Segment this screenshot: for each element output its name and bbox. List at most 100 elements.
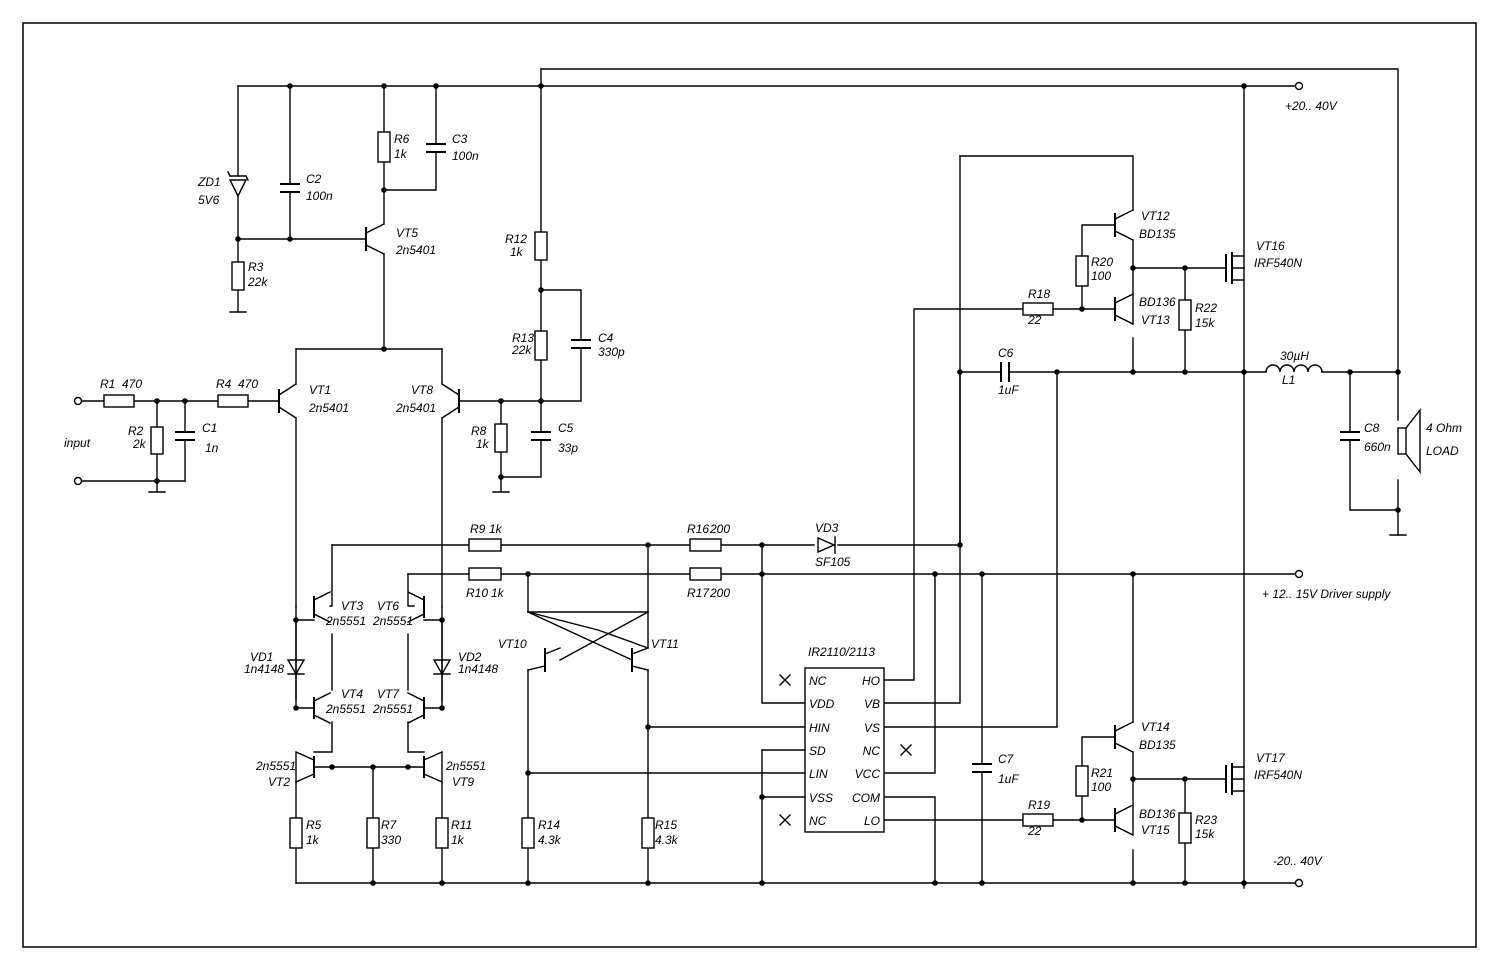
VT8-val: 2n5401 — [395, 401, 436, 415]
ic-pin-r3: VS — [864, 721, 880, 735]
ic-pin-r5: VCC — [855, 767, 881, 781]
VT13 — [1114, 293, 1134, 325]
labels: input +20.. 40V -20.. 40V + 12.. 15V Dri… — [64, 99, 1462, 868]
R17-val: 200 — [709, 586, 730, 600]
ic-pin-l2: VDD — [809, 697, 835, 711]
load-val: 4 Ohm — [1426, 421, 1462, 435]
VT17 — [1225, 763, 1245, 795]
VT9 — [423, 751, 443, 783]
VT4 — [313, 692, 331, 724]
resistors — [103, 131, 1192, 849]
VT14-ref: VT14 — [1141, 720, 1170, 734]
R4-val: 470 — [238, 377, 258, 391]
R6-ref: R6 — [394, 132, 410, 146]
R4-ref: R4 — [216, 377, 232, 391]
R10-ref: R10 — [466, 586, 488, 600]
R16 — [689, 538, 722, 552]
C7 — [972, 763, 992, 773]
VT11 — [631, 647, 649, 672]
VT6 — [407, 591, 425, 623]
C3-val: 100n — [452, 149, 479, 163]
VT17-ref: VT17 — [1256, 751, 1286, 765]
L1-val: 30µH — [1280, 349, 1309, 363]
ic-pin-l5: LIN — [809, 767, 828, 781]
wires — [79, 68, 1399, 889]
driver-rail-label: + 12.. 15V Driver supply — [1262, 587, 1391, 601]
R17 — [689, 567, 722, 581]
R16-ref: R16 — [687, 522, 709, 536]
R12 — [534, 231, 548, 261]
C7-ref: C7 — [998, 752, 1015, 766]
R20-ref: R20 — [1091, 255, 1113, 269]
nc-markers — [779, 674, 912, 826]
ZD1-val: 5V6 — [198, 193, 220, 207]
R5-ref: R5 — [306, 818, 322, 832]
R14 — [521, 817, 535, 849]
VT15 — [1114, 804, 1134, 836]
input-label: input — [64, 436, 91, 450]
C8 — [1340, 431, 1360, 441]
VT7 — [407, 692, 425, 724]
drawing-frame — [22, 22, 1477, 948]
VT1-val: 2n5401 — [308, 401, 349, 415]
VT11-ref: VT11 — [651, 637, 679, 651]
R13-ref: R13 — [512, 331, 534, 345]
R10 — [468, 567, 502, 581]
R17-ref: R17 — [687, 586, 710, 600]
ic-pin-l7: NC — [809, 814, 827, 828]
VT2 — [295, 751, 315, 783]
R21-ref: R21 — [1091, 766, 1113, 780]
VT13-val: BD136 — [1139, 295, 1176, 309]
R4 — [217, 394, 249, 408]
VT2-val: 2n5551 — [255, 759, 296, 773]
C4 — [571, 339, 591, 349]
capacitors — [175, 143, 1360, 773]
VT8 — [441, 383, 460, 419]
transistors — [278, 209, 1245, 836]
VT2-ref: VT2 — [268, 775, 290, 789]
R20 — [1075, 255, 1089, 287]
pos-rail-label: +20.. 40V — [1285, 99, 1338, 113]
VD1-val: 1n4148 — [244, 662, 284, 676]
R11-val: 1k — [451, 833, 465, 847]
R9-ref: R9 — [470, 522, 486, 536]
L1 — [1265, 364, 1323, 373]
R6 — [377, 131, 391, 163]
VD2-ref: VD2 — [458, 650, 482, 664]
R8 — [494, 423, 508, 453]
diodes — [227, 171, 836, 676]
ZD1 — [227, 171, 249, 198]
R3-ref: R3 — [248, 260, 264, 274]
VT12 — [1114, 209, 1134, 241]
R19-val: 22 — [1027, 824, 1042, 838]
VT7-val: 2n5551 — [372, 702, 413, 716]
VT9-val: 2n5551 — [445, 759, 486, 773]
R9-val: 1k — [489, 522, 503, 536]
R21 — [1075, 765, 1089, 797]
C2 — [280, 183, 300, 193]
R1-ref: R1 — [100, 377, 115, 391]
R15 — [641, 817, 655, 849]
R19-ref: R19 — [1028, 798, 1050, 812]
speaker — [1397, 407, 1421, 475]
VT17-val: IRF540N — [1254, 768, 1302, 782]
R23 — [1178, 812, 1192, 844]
C5 — [531, 431, 551, 441]
ic-pin-r1: HO — [862, 674, 880, 688]
R9 — [468, 538, 502, 552]
VT6-val: 2n5551 — [372, 614, 413, 628]
R5-val: 1k — [306, 833, 320, 847]
R10-val: 1k — [491, 586, 505, 600]
C6-ref: C6 — [998, 346, 1014, 360]
R7-val: 330 — [381, 833, 401, 847]
VT12-ref: VT12 — [1141, 209, 1170, 223]
VT14-val: BD135 — [1139, 738, 1176, 752]
VD1 — [286, 659, 306, 676]
ic-pin-r7: LO — [864, 814, 880, 828]
ic-pin-r6: COM — [852, 791, 880, 805]
VT1-ref: VT1 — [309, 383, 331, 397]
R8-val: 1k — [476, 437, 490, 451]
terminals — [73, 81, 1304, 888]
VT16 — [1225, 252, 1245, 284]
VT15-val: BD136 — [1139, 807, 1176, 821]
